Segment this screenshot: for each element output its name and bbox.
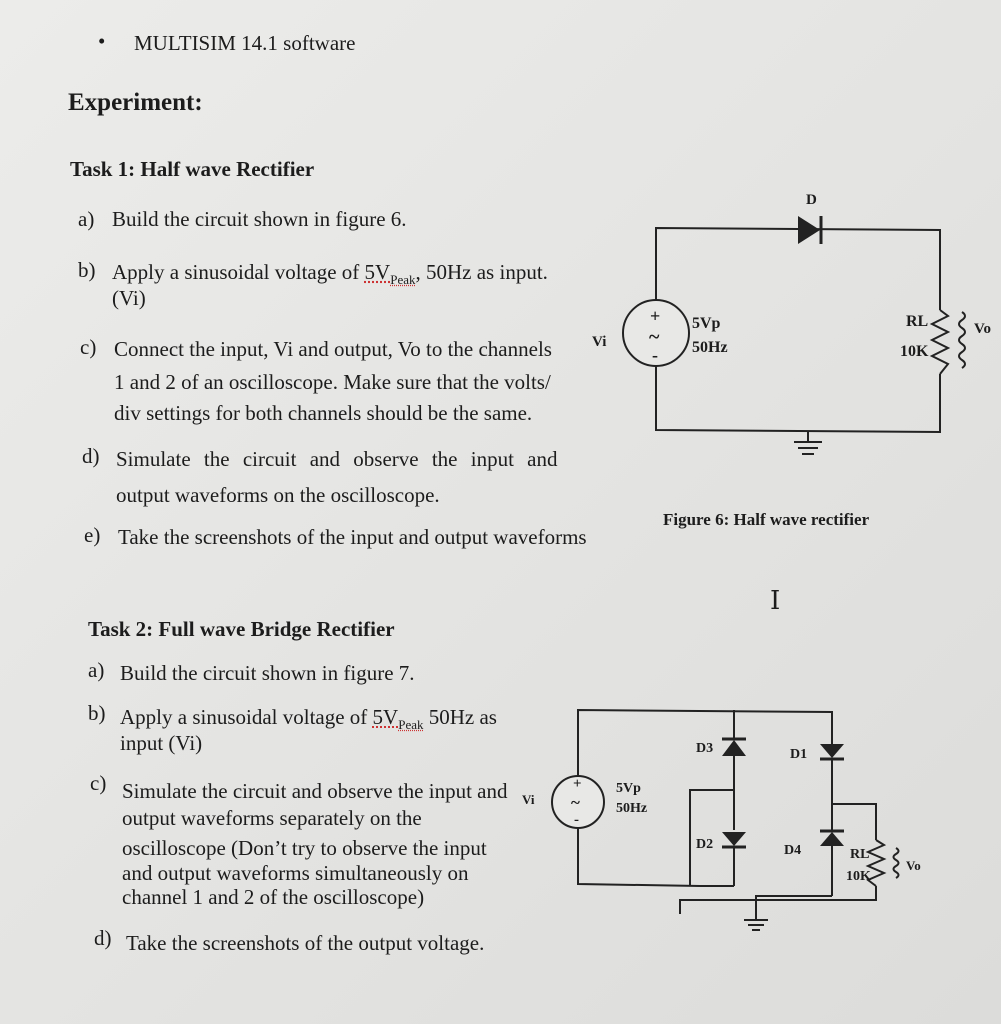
- diode-d2-symbol: [722, 832, 746, 849]
- task2-title: Task 2: Full wave Bridge Rectifier: [88, 617, 395, 641]
- bridge-source-tilde: ~: [571, 793, 580, 812]
- software-name: MULTISIM 14.1 software: [134, 31, 356, 55]
- experiment-heading: Experiment:: [68, 89, 203, 116]
- task2-d-text: Take the screenshots of the output volta…: [126, 931, 485, 955]
- task1-a-label: a): [78, 207, 95, 231]
- figure6-circuit: D + ~ - 5Vp 50Hz Vi RL 10K Vo: [592, 192, 991, 455]
- task1-title: Task 1: Half wave Rectifier: [70, 157, 315, 181]
- source-plus: +: [650, 306, 660, 326]
- task1-e-text: Take the screenshots of the input and ou…: [118, 525, 587, 549]
- d2-label: D2: [696, 837, 713, 852]
- task1-d-text-1: Simulate the circuit and observe the inp…: [116, 447, 558, 471]
- bridge-source-minus: -: [574, 812, 579, 828]
- task1-b-text: Apply a sinusoidal voltage of 5VPeak, 50…: [112, 260, 548, 288]
- task2-c-text-1: Simulate the circuit and observe the inp…: [122, 779, 508, 803]
- d1-label: D1: [790, 747, 807, 762]
- task1-c-text-3: div settings for both channels should be…: [114, 401, 533, 425]
- task1-c-text-2: 1 and 2 of an oscilloscope. Make sure th…: [114, 370, 551, 394]
- diode-d1-symbol: [820, 744, 844, 761]
- task2-c-text-5: channel 1 and 2 of the oscilloscope): [122, 885, 425, 909]
- source-minus: -: [652, 345, 658, 365]
- task1-e-label: e): [84, 523, 101, 547]
- bridge-source-plus: +: [573, 776, 582, 792]
- rl-label: RL: [906, 313, 928, 330]
- diode-d-label: D: [806, 192, 817, 208]
- task2-b-text: Apply a sinusoidal voltage of 5VPeak 50H…: [120, 705, 497, 733]
- figure6-caption: Figure 6: Half wave rectifier: [663, 510, 870, 529]
- figure7-circuit: D3 D1 D2 D4 + ~ - 5Vp 50Hz Vi RL 10K Vo: [522, 708, 921, 931]
- task2-c-label: c): [90, 771, 107, 795]
- rl-value: 10K: [900, 343, 929, 360]
- bridge-vo-label: Vo: [906, 858, 921, 873]
- task2-d-label: d): [94, 926, 112, 950]
- vi-label: Vi: [592, 334, 606, 350]
- bridge-rl-value: 10K: [846, 869, 871, 884]
- vo-label: Vo: [974, 321, 991, 337]
- task2-b-label: b): [88, 701, 106, 725]
- diode-d-symbol: [798, 216, 823, 244]
- task1-d-label: d): [82, 444, 100, 468]
- task2-c-text-4: and output waveforms simultaneously on: [122, 861, 469, 885]
- task2-b-text-2: input (Vi): [120, 731, 203, 755]
- task1-c-label: c): [80, 335, 97, 359]
- d3-label: D3: [696, 741, 713, 756]
- task2-a-label: a): [88, 658, 105, 682]
- bridge-vi-label: Vi: [522, 792, 535, 807]
- task1-b-text-2: (Vi): [112, 286, 146, 310]
- diode-d4-symbol: [820, 829, 844, 846]
- task1-c-text-1: Connect the input, Vi and output, Vo to …: [114, 337, 552, 361]
- task2-c-text-3: oscilloscope (Don’t try to observe the i…: [122, 836, 487, 860]
- task2-c-text-2: output waveforms separately on the: [122, 806, 422, 830]
- bridge-source-voltage: 5Vp: [616, 781, 641, 796]
- text-cursor-icon: I: [770, 586, 781, 616]
- task2-a-text: Build the circuit shown in figure 7.: [120, 661, 415, 685]
- task1-b-label: b): [78, 258, 96, 282]
- source-voltage: 5Vp: [692, 315, 721, 332]
- task1-d-text-2: output waveforms on the oscilloscope.: [116, 483, 440, 507]
- source-tilde: ~: [649, 326, 660, 348]
- bridge-rl-label: RL: [850, 847, 869, 862]
- source-frequency: 50Hz: [692, 339, 728, 356]
- bullet: •: [98, 29, 106, 53]
- task1-a-text: Build the circuit shown in figure 6.: [112, 207, 407, 231]
- bridge-source-frequency: 50Hz: [616, 801, 647, 816]
- diode-d3-symbol: [722, 737, 746, 756]
- d4-label: D4: [784, 843, 801, 858]
